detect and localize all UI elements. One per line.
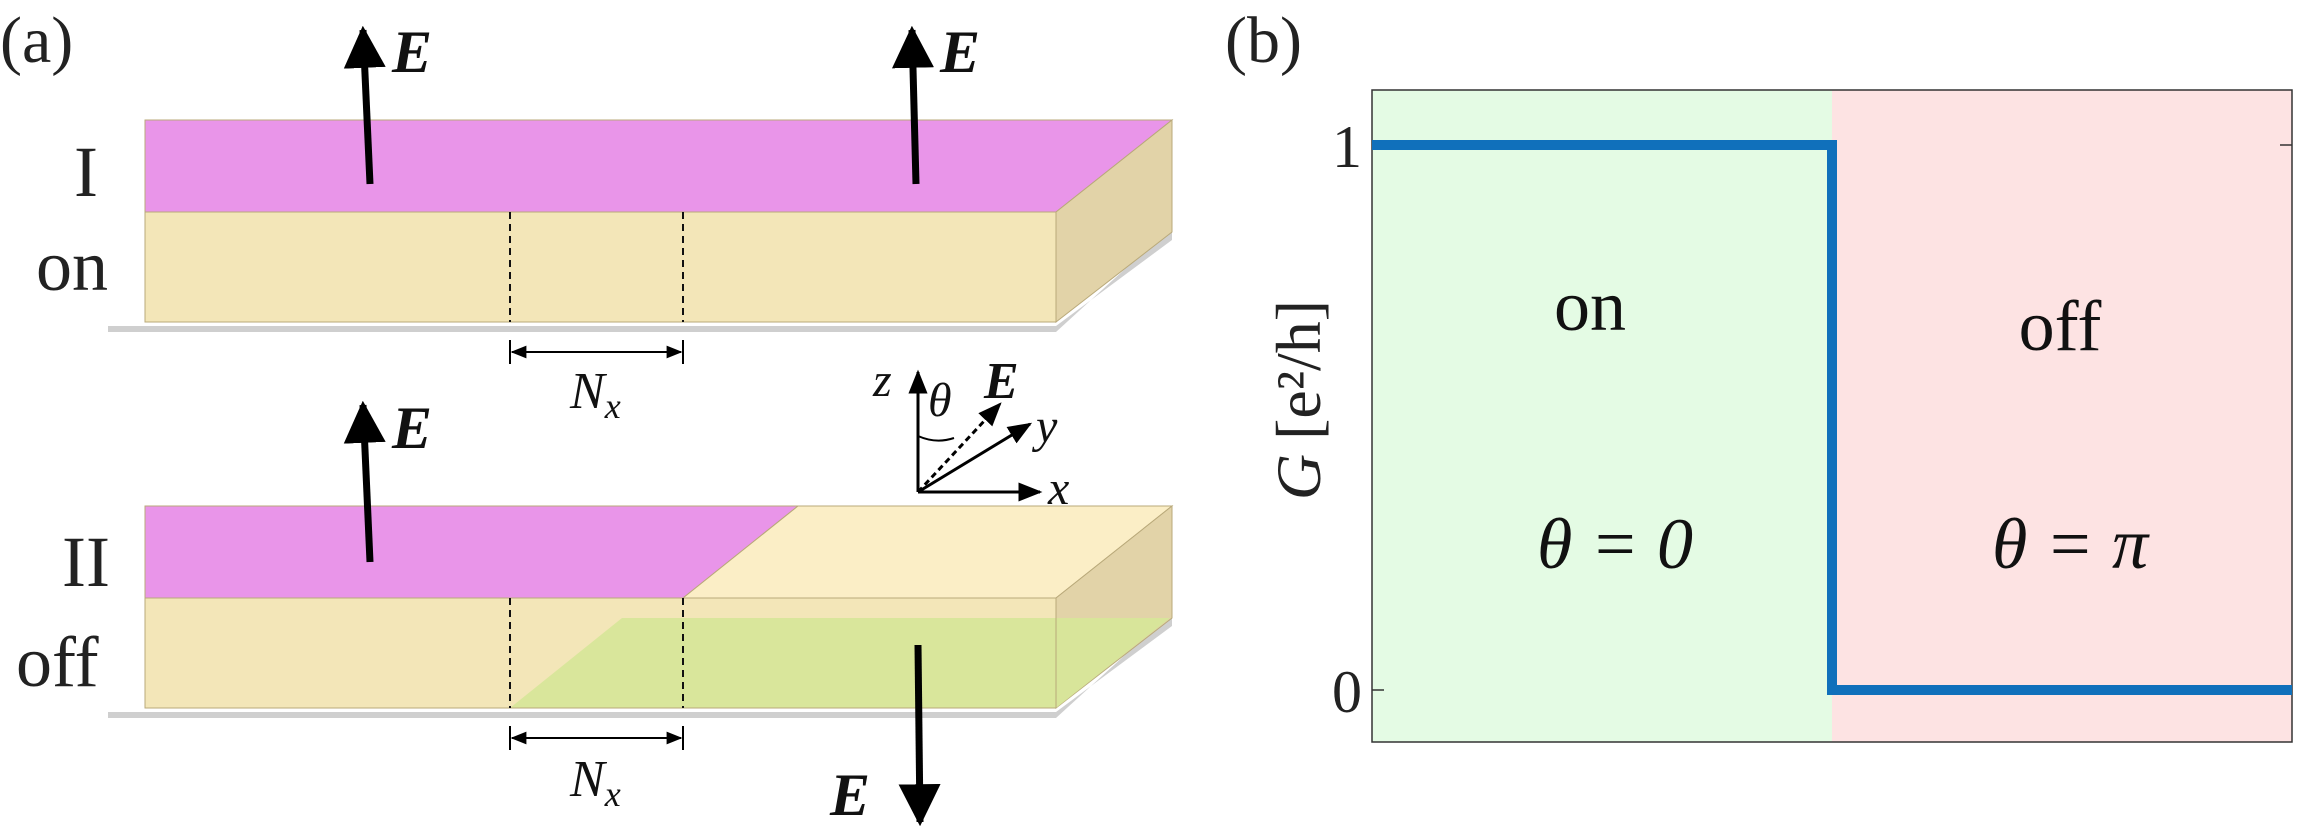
config-one-roman: I	[74, 132, 98, 212]
config-two-roman: II	[62, 522, 110, 602]
ytick-label-bottom: 0	[1332, 659, 1362, 725]
field-label-two-down: E	[829, 762, 870, 828]
field-arrow-two-down	[898, 644, 941, 827]
slab-two-down-region	[510, 618, 1170, 708]
y-axis-label: y	[1031, 400, 1058, 453]
slab-two-side-down	[1056, 618, 1172, 708]
angle-label: θ	[928, 374, 952, 427]
y-axis	[917, 422, 1033, 494]
field-label-two-up: E	[391, 395, 432, 461]
slab-two-shadow	[108, 612, 1172, 718]
panel-b-label: (b)	[1225, 4, 1302, 77]
slab-two-outline	[144, 597, 1057, 709]
conductance-plot: 1 0 on θ = 0 off θ = π G[e²/h]	[1263, 89, 2293, 743]
region-off-background	[1832, 90, 2292, 742]
panel-b: (b) 1 0 on θ = 0 off θ = π G[e²/h]	[1225, 4, 2293, 743]
slab-one-top	[144, 119, 1174, 213]
field-direction	[916, 402, 1002, 494]
width-label-two: Nx	[569, 751, 621, 814]
slab-one	[108, 118, 1174, 332]
slab-one-front	[144, 211, 1057, 323]
slab-one-shadow	[108, 226, 1172, 332]
field-label-one-right: E	[939, 19, 980, 85]
slab-two	[108, 504, 1174, 718]
config-one-state: on	[36, 226, 108, 306]
ytick-label-top: 1	[1332, 114, 1362, 180]
field-arrow-one-left	[343, 25, 386, 185]
angle-arc	[917, 435, 955, 442]
field-arrow-one-right	[891, 25, 934, 185]
panel-a: (a) E E I on Nx	[0, 4, 1174, 828]
region-on-condition: θ = 0	[1537, 504, 1693, 584]
region-off-condition: θ = π	[1992, 504, 2150, 584]
panel-a-label: (a)	[0, 4, 73, 77]
width-label-one: Nx	[569, 363, 621, 426]
region-on-background	[1372, 90, 1832, 742]
region-off-state: off	[2019, 286, 2102, 366]
field-arrow-two-up	[343, 400, 386, 563]
x-axis-label: x	[1047, 462, 1069, 515]
region-on-state: on	[1554, 266, 1626, 346]
field-label-one-left: E	[391, 19, 432, 85]
plot-frame	[1371, 89, 2293, 743]
axis-field-label: E	[983, 353, 1019, 410]
z-axis-label: z	[872, 354, 892, 407]
coordinate-axes: z θ E y x	[872, 353, 1069, 515]
conductance-line	[1372, 140, 2292, 695]
y-axis-title: G[e²/h]	[1263, 300, 1334, 500]
config-two-state: off	[16, 622, 99, 702]
